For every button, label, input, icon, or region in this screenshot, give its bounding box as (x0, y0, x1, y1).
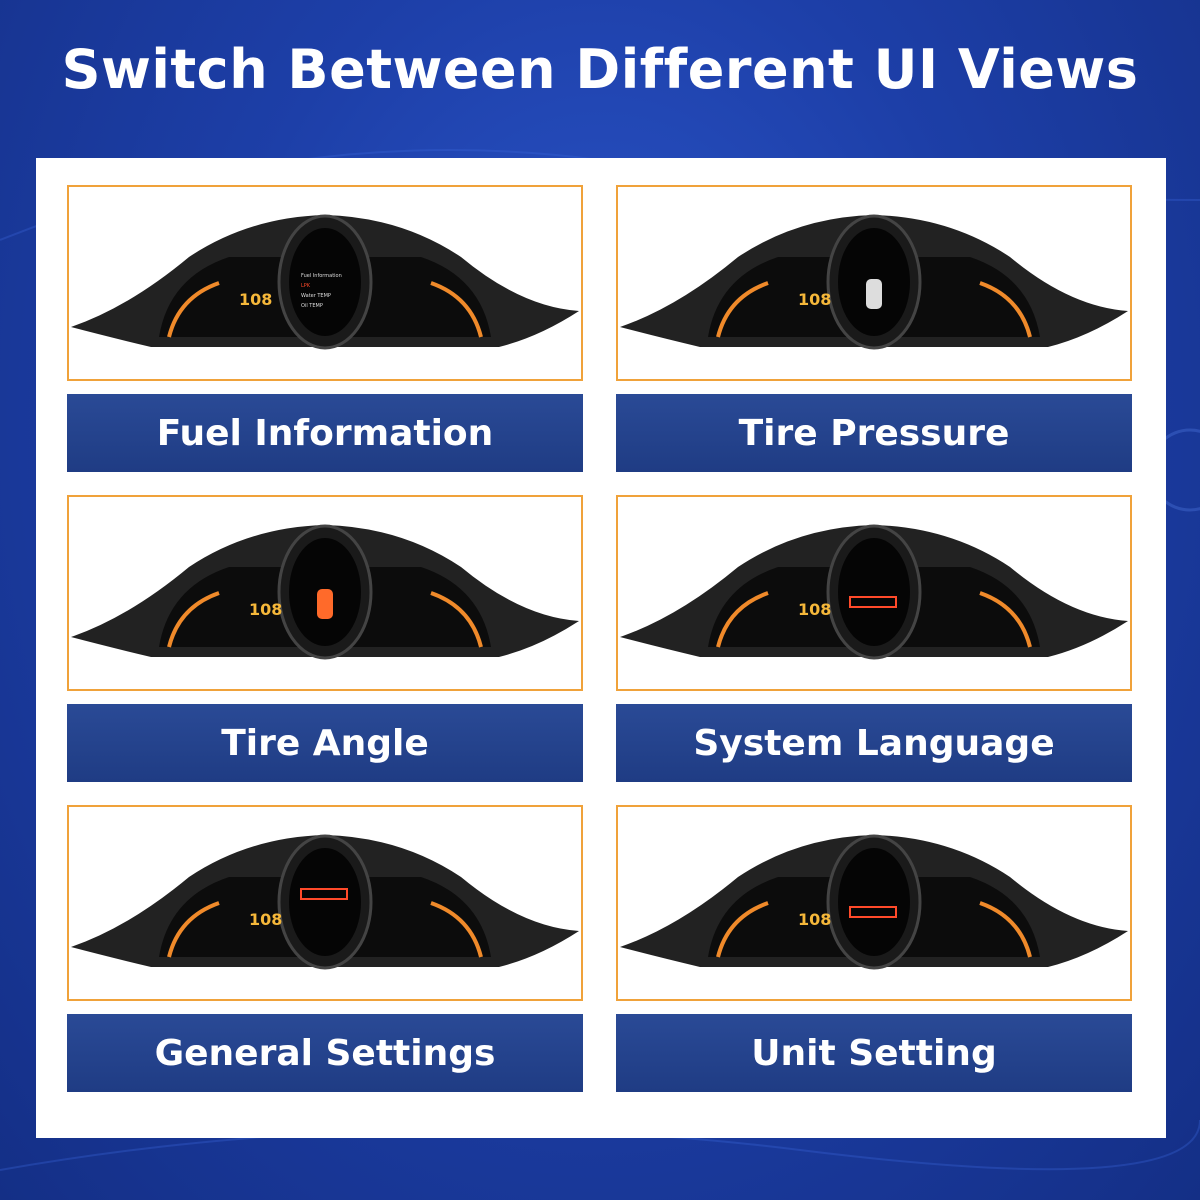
cluster-image-tire-angle: 108 (67, 495, 583, 691)
svg-text:Fuel Information: Fuel Information (301, 273, 342, 279)
svg-text:LPK: LPK (301, 283, 311, 289)
card-label: System Language (616, 704, 1132, 782)
cluster-image-fuel-information: Fuel Information LPK Water TEMP Oil TEMP… (67, 185, 583, 381)
content-panel: Fuel Information LPK Water TEMP Oil TEMP… (36, 158, 1166, 1138)
svg-text:Oil TEMP: Oil TEMP (301, 303, 323, 309)
svg-text:108: 108 (239, 290, 272, 309)
svg-text:108: 108 (249, 600, 282, 619)
card-label: General Settings (67, 1014, 583, 1092)
card-label: Unit Setting (616, 1014, 1132, 1092)
svg-text:108: 108 (798, 910, 831, 929)
svg-text:Water TEMP: Water TEMP (301, 293, 331, 299)
card-label: Fuel Information (67, 394, 583, 472)
svg-text:108: 108 (798, 600, 831, 619)
cluster-image-general-settings: 108 (67, 805, 583, 1001)
page-title: Switch Between Different UI Views (61, 38, 1139, 101)
cluster-image-tire-pressure: 108 (616, 185, 1132, 381)
svg-text:108: 108 (249, 910, 282, 929)
cluster-image-system-language: 108 (616, 495, 1132, 691)
card-label: Tire Pressure (616, 394, 1132, 472)
svg-text:108: 108 (798, 290, 831, 309)
cluster-image-unit-setting: 108 (616, 805, 1132, 1001)
card-label: Tire Angle (67, 704, 583, 782)
